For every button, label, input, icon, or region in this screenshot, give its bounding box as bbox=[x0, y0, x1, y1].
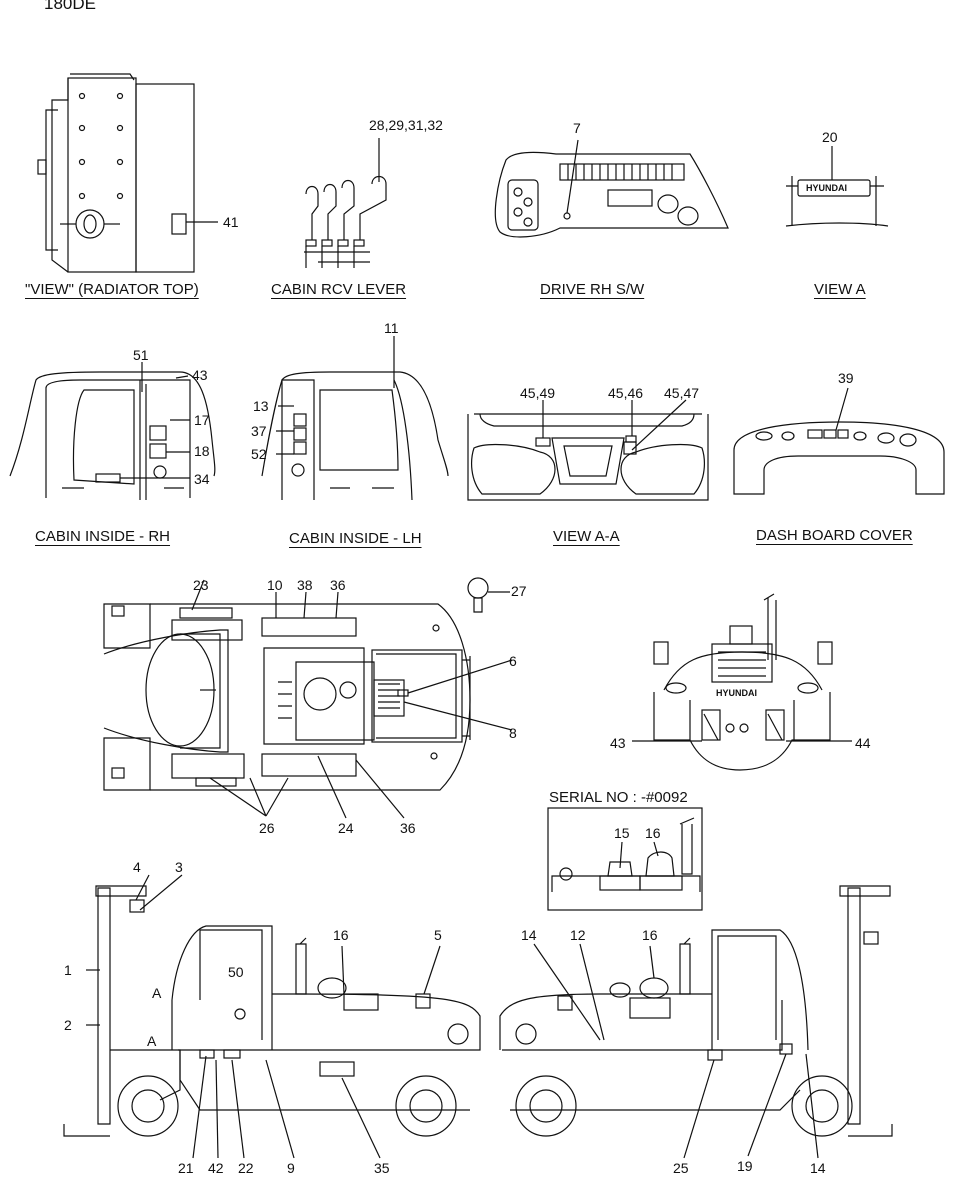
callout-number: 37 bbox=[251, 423, 267, 439]
caption-cabin-inside-rh: CABIN INSIDE - RH bbox=[35, 528, 171, 545]
caption-cabin-inside-lh: CABIN INSIDE - LH bbox=[289, 530, 422, 547]
callout-number: 41 bbox=[223, 214, 239, 230]
callout-number: 9 bbox=[287, 1160, 295, 1176]
callout-number: 10 bbox=[267, 577, 283, 593]
callout-number: 22 bbox=[238, 1160, 254, 1176]
callout-number: 45,46 bbox=[608, 385, 644, 401]
truck-rear-view bbox=[632, 593, 852, 771]
callout-number: 24 bbox=[338, 820, 354, 836]
callout-number: 3 bbox=[175, 859, 183, 875]
brand-plate-rear: HYUNDAI bbox=[716, 688, 758, 698]
callout-number: 20 bbox=[822, 129, 838, 145]
callout-number: 43 bbox=[192, 367, 208, 383]
caption-drive-rh-sw: DRIVE RH S/W bbox=[540, 281, 645, 298]
callout-number: 14 bbox=[521, 927, 537, 943]
callout-number: 50 bbox=[228, 964, 244, 980]
callout-number: 13 bbox=[253, 398, 269, 414]
cabin-inside-rh bbox=[9, 362, 216, 500]
callout-number: 8 bbox=[509, 725, 517, 741]
serial-detail-box bbox=[547, 807, 703, 911]
callout-number: 6 bbox=[509, 653, 517, 669]
callout-number: 36 bbox=[330, 577, 346, 593]
serial-number-label: SERIAL NO : -#0092 bbox=[549, 789, 688, 806]
callout-number: 11 bbox=[384, 320, 399, 336]
truck-side-view-left bbox=[63, 874, 481, 1159]
caption-dash-board-cover: DASH BOARD COVER bbox=[756, 527, 913, 544]
callout-number: 45,47 bbox=[664, 385, 700, 401]
callout-number: 27 bbox=[511, 583, 527, 599]
model-code: 180DE bbox=[44, 0, 96, 13]
callout-number: 21 bbox=[178, 1160, 194, 1176]
callout-number: 44 bbox=[855, 735, 871, 751]
truck-top-view bbox=[103, 577, 513, 819]
callout-number: 43 bbox=[610, 735, 626, 751]
callout-number: 5 bbox=[434, 927, 442, 943]
callout-number: 51 bbox=[133, 347, 149, 363]
radiator-top-view bbox=[37, 73, 218, 273]
caption-cabin-rcv-lever: CABIN RCV LEVER bbox=[271, 281, 407, 298]
callout-number: 18 bbox=[194, 443, 210, 459]
callout-number: A bbox=[147, 1033, 157, 1049]
cabin-inside-lh bbox=[261, 336, 449, 501]
callout-number: 16 bbox=[333, 927, 349, 943]
callout-number: 7 bbox=[573, 120, 581, 136]
brand-plate-view-a: HYUNDAI bbox=[806, 183, 848, 193]
callout-number: 52 bbox=[251, 446, 267, 462]
callout-number: 16 bbox=[645, 825, 661, 841]
caption-view-radiator-top: "VIEW" (RADIATOR TOP) bbox=[25, 281, 199, 298]
callout-number: 39 bbox=[838, 370, 854, 386]
callout-number: 16 bbox=[642, 927, 658, 943]
callout-number: 26 bbox=[259, 820, 275, 836]
callout-number: 36 bbox=[400, 820, 416, 836]
truck-side-view-right bbox=[499, 885, 893, 1159]
caption-view-a: VIEW A bbox=[814, 281, 866, 298]
callout-number: 45,49 bbox=[520, 385, 556, 401]
callout-number: 15 bbox=[614, 825, 630, 841]
drive-rh-switch-panel bbox=[494, 139, 729, 238]
rcv-levers bbox=[304, 138, 387, 268]
callout-number: 14 bbox=[810, 1160, 826, 1176]
callout-number: 1 bbox=[64, 962, 72, 978]
view-a-drawing bbox=[785, 146, 889, 227]
callout-number: 19 bbox=[737, 1158, 753, 1174]
callout-number: 35 bbox=[374, 1160, 390, 1176]
callout-number: 42 bbox=[208, 1160, 224, 1176]
callout-number: 25 bbox=[673, 1160, 689, 1176]
view-a-a-drawing bbox=[467, 399, 709, 501]
callout-number: 38 bbox=[297, 577, 313, 593]
callout-number: 34 bbox=[194, 471, 210, 487]
callout-number: 2 bbox=[64, 1017, 72, 1033]
caption-view-a-a: VIEW A-A bbox=[553, 528, 620, 545]
callout-number: A bbox=[152, 985, 162, 1001]
callout-number: 23 bbox=[193, 577, 209, 593]
dash-board-cover-drawing bbox=[733, 387, 945, 495]
callout-number: 4 bbox=[133, 859, 141, 875]
callout-number: 28,29,31,32 bbox=[369, 117, 443, 133]
callout-number: 17 bbox=[194, 412, 210, 428]
callout-number: 12 bbox=[570, 927, 586, 943]
